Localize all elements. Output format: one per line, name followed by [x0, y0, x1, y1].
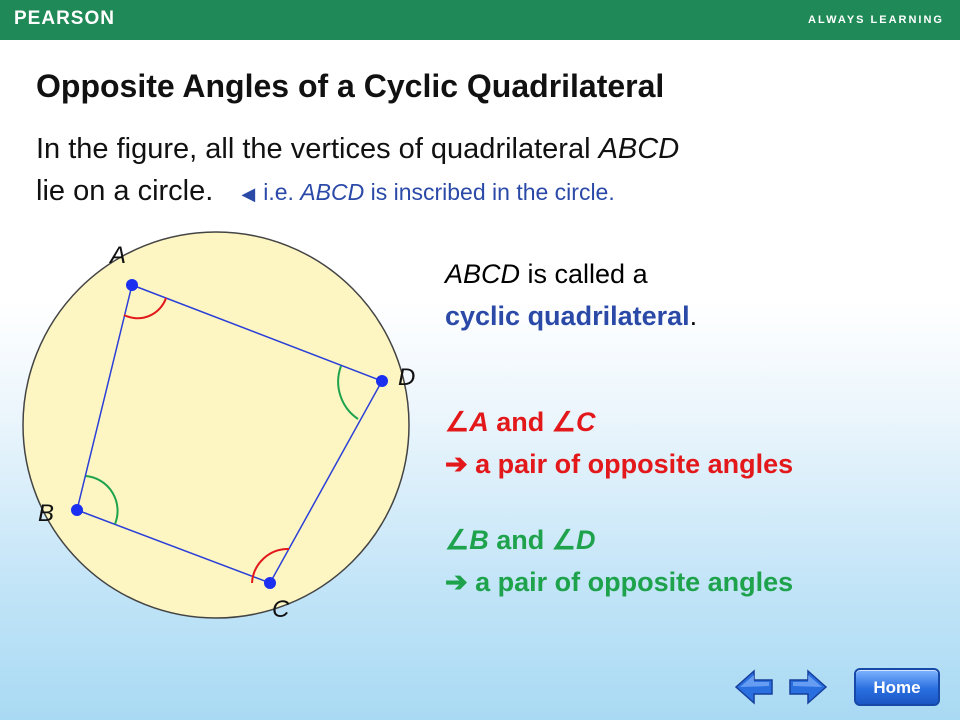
label-c: C: [272, 596, 290, 623]
opposite-pair-ac: ∠A and ∠C ➔ a pair of opposite angles: [445, 407, 794, 479]
vertex-d: [376, 375, 388, 387]
right-arrow-icon: [789, 669, 828, 705]
label-a: A: [110, 242, 127, 269]
angle-arc-b: [85, 475, 119, 525]
brand-logo: PEARSON: [14, 8, 115, 29]
angle-arc-d: [337, 365, 359, 420]
tagline: ALWAYS LEARNING: [808, 14, 944, 26]
intro-text: In the figure, all the vertices of quadr…: [36, 128, 916, 215]
arrow-right-icon: ➔: [445, 567, 468, 597]
triangle-left-icon: ◀: [241, 184, 256, 204]
definition: ABCD is called a cyclic quadrilateral.: [445, 259, 698, 331]
arrow-right-icon: ➔: [445, 449, 468, 479]
angle-icon: ∠: [445, 407, 470, 437]
note-inscribed: ◀i.e. ABCD is inscribed in the circle.: [241, 179, 615, 205]
angle-arc-c: [251, 547, 290, 584]
term-cyclic-quadrilateral: cyclic quadrilateral: [445, 301, 690, 331]
home-button[interactable]: Home: [854, 668, 940, 706]
angle-arc-a: [123, 297, 167, 320]
vertex-c: [264, 577, 276, 589]
left-arrow-icon: [734, 669, 773, 705]
opposite-pair-bd: ∠B and ∠D ➔ a pair of opposite angles: [445, 525, 794, 597]
angle-icon: ∠: [551, 407, 576, 437]
label-b: B: [38, 500, 55, 527]
intro-line-2: lie on a circle. ◀i.e. ABCD is inscribed…: [36, 175, 615, 207]
page-title: Opposite Angles of a Cyclic Quadrilatera…: [36, 68, 665, 104]
forward-button[interactable]: [788, 667, 828, 707]
vertex-b: [71, 504, 83, 516]
intro-line-1: In the figure, all the vertices of quadr…: [36, 133, 680, 165]
circle: [22, 231, 410, 619]
vertex-a: [126, 279, 138, 291]
back-button[interactable]: [734, 667, 774, 707]
angle-icon: ∠: [445, 525, 470, 555]
angle-icon: ∠: [551, 525, 576, 555]
header-bar: PEARSON ALWAYS LEARNING: [0, 0, 960, 40]
label-d: D: [398, 364, 416, 391]
